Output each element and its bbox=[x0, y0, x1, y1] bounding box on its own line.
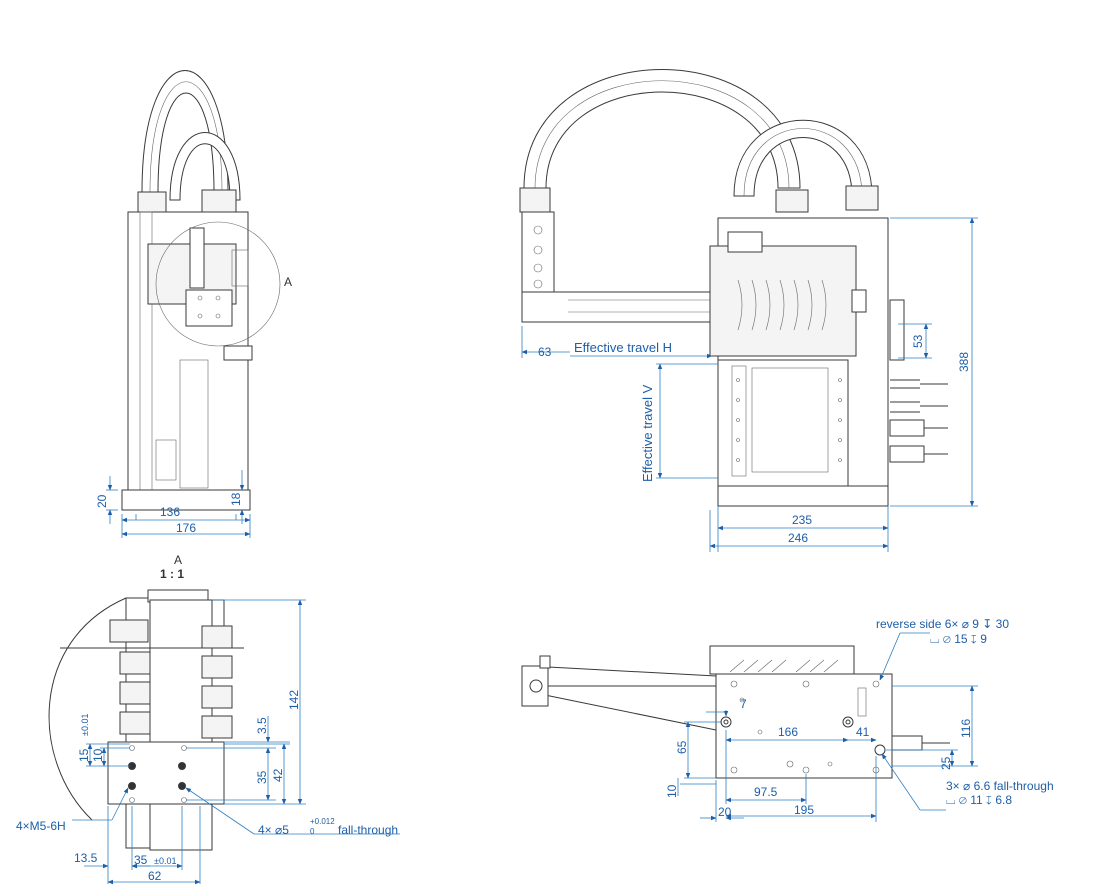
side-vent-slots bbox=[737, 279, 827, 331]
side-cable-loop-large bbox=[523, 69, 801, 189]
dim-detail-35: 35 bbox=[255, 770, 269, 784]
detail-boundary-arc bbox=[48, 597, 127, 821]
bottom-arm bbox=[529, 665, 717, 731]
label-reverse-1: reverse side 6× ⌀ 9 ↧ 30 bbox=[876, 617, 1009, 631]
front-connector-right bbox=[201, 189, 237, 213]
detail-mount-face bbox=[107, 741, 225, 805]
label-thread: 4×M5-6H bbox=[16, 819, 66, 833]
side-lower-column bbox=[717, 359, 849, 487]
bottom-main-plate bbox=[715, 673, 893, 779]
dim-side-235: 235 bbox=[792, 513, 812, 527]
dim-detail-10: 10 bbox=[91, 748, 105, 762]
dim-detail-35-tol: ±0.01 bbox=[154, 856, 176, 866]
side-connector-mid bbox=[775, 189, 809, 213]
dim-front-base-inner-w: 136 bbox=[160, 505, 180, 519]
side-connector-right bbox=[845, 185, 879, 211]
bottom-top-block bbox=[709, 645, 855, 675]
front-mount-plate bbox=[185, 289, 233, 327]
dim-side-63: 63 bbox=[538, 345, 552, 359]
side-horizontal-arm bbox=[521, 291, 713, 323]
dim-bottom-166: 166 bbox=[778, 725, 798, 739]
label-travel-h: Effective travel H bbox=[574, 340, 672, 355]
dim-bottom-195: 195 bbox=[794, 803, 814, 817]
label-pin-tol-upper: +0.012 bbox=[310, 817, 335, 826]
dim-bottom-25: 25 bbox=[939, 756, 953, 770]
side-view: 63 Effective travel H Effective travel V… bbox=[519, 69, 978, 552]
dim-bottom-97-5: 97.5 bbox=[754, 785, 778, 799]
label-holes-2: ⌴ ⌀ 11 ↧ 6.8 bbox=[946, 793, 1012, 807]
dim-bottom-65: 65 bbox=[675, 740, 689, 754]
detail-marker-a: A bbox=[284, 275, 292, 289]
dim-detail-35-w: 35 bbox=[134, 853, 148, 867]
dim-bottom-7: 7 bbox=[740, 697, 747, 711]
label-reverse-2: ⌴ ⌀ 15 ↧ 9 bbox=[930, 632, 987, 646]
dim-bottom-10: 10 bbox=[665, 784, 679, 798]
label-pin-tol-lower: 0 bbox=[310, 827, 315, 836]
dim-side-388: 388 bbox=[957, 352, 971, 372]
detail-view-a: A 1 : 1 142 bbox=[16, 553, 400, 885]
side-cable-glands bbox=[889, 379, 948, 463]
front-view: A 20 136 176 18 bbox=[95, 70, 292, 538]
side-cable-loop-small bbox=[733, 119, 873, 197]
dim-detail-62: 62 bbox=[148, 869, 162, 883]
detail-circle-a bbox=[155, 221, 281, 347]
dim-side-246: 246 bbox=[788, 531, 808, 545]
dim-side-53: 53 bbox=[911, 334, 925, 348]
label-travel-v: Effective travel V bbox=[640, 384, 655, 482]
side-connector-left bbox=[519, 187, 551, 213]
dim-bottom-116: 116 bbox=[959, 719, 973, 738]
dim-detail-42: 42 bbox=[271, 768, 285, 782]
dim-detail-142: 142 bbox=[287, 690, 301, 710]
label-holes-1: 3× ⌀ 6.6 fall-through bbox=[946, 779, 1054, 793]
front-base bbox=[121, 489, 251, 511]
dim-front-base-w: 176 bbox=[176, 521, 196, 535]
dim-front-right-h: 18 bbox=[229, 492, 243, 506]
dim-detail-15-tol: ±0.01 bbox=[80, 714, 90, 736]
detail-title: A bbox=[174, 553, 182, 567]
dim-bottom-20: 20 bbox=[718, 805, 732, 819]
dim-bottom-41: 41 bbox=[856, 725, 870, 739]
side-carriage bbox=[709, 245, 857, 357]
label-pin-hole: 4× ⌀5 bbox=[258, 823, 289, 837]
front-connector-left bbox=[137, 191, 167, 215]
dim-front-base-h: 20 bbox=[95, 494, 109, 508]
dim-detail-15: 15 bbox=[77, 748, 91, 762]
side-base bbox=[717, 485, 889, 507]
detail-scale: 1 : 1 bbox=[160, 567, 184, 581]
label-pin-through: fall-through bbox=[338, 823, 398, 837]
bottom-view: reverse side 6× ⌀ 9 ↧ 30 ⌴ ⌀ 15 ↧ 9 3× ⌀… bbox=[521, 617, 1054, 822]
dim-detail-3-5: 3.5 bbox=[255, 717, 269, 734]
dim-detail-13-5: 13.5 bbox=[74, 851, 98, 865]
